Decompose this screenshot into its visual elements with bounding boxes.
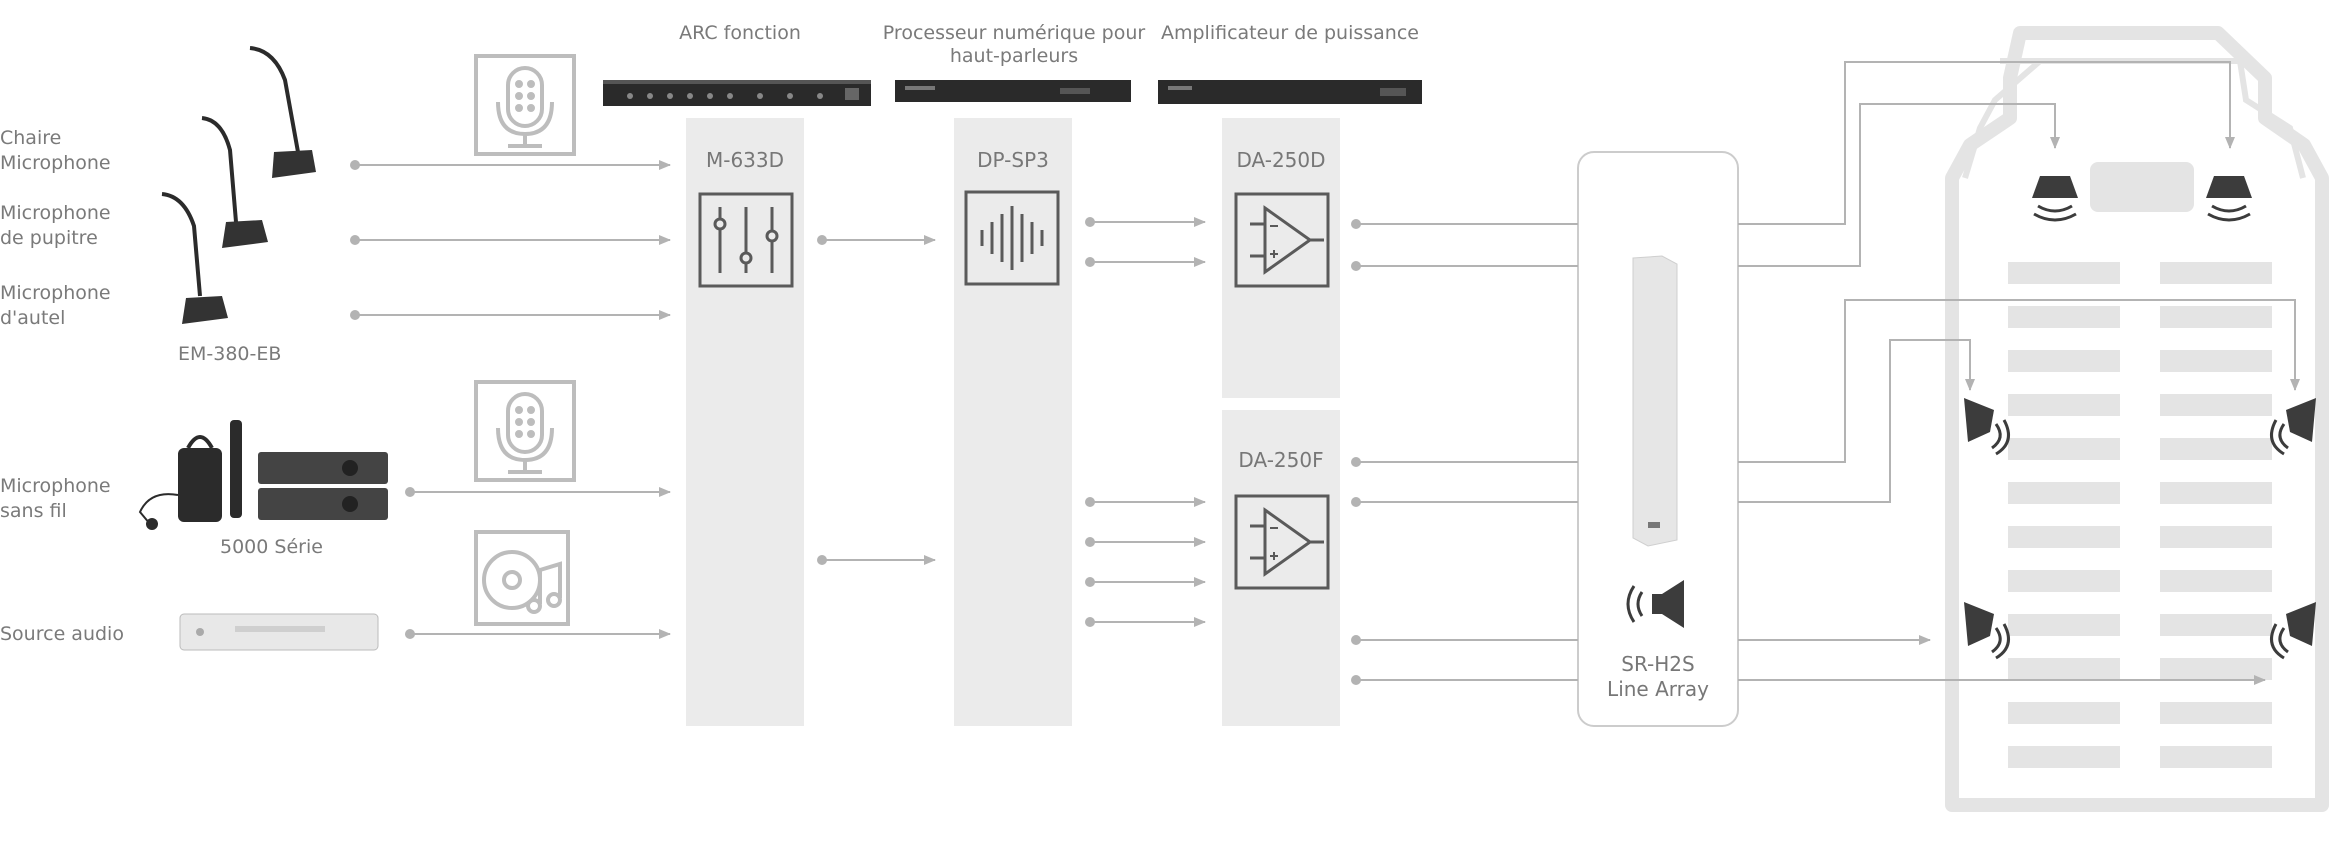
label-lectern-mic-line2: de pupitre — [0, 227, 98, 249]
label-amp-d: DA-250D — [1236, 148, 1326, 172]
label-wireless-mic-line1: Microphone — [0, 475, 111, 497]
label-em-model: EM-380-EB — [178, 343, 282, 365]
speaker-icon — [1626, 580, 1684, 628]
header-amplifier: Amplificateur de puissance — [1160, 22, 1419, 44]
wall-speaker-icon-right-upper — [2270, 398, 2316, 456]
label-chair-mic-line1: Chaire — [0, 127, 62, 149]
label-amp-f: DA-250F — [1238, 448, 1324, 472]
header-processor-line2: haut-parleurs — [949, 45, 1079, 67]
wireless-microphone-icon — [474, 380, 576, 482]
label-lectern-mic-line1: Microphone — [0, 202, 111, 224]
ceiling-speaker-icon-left — [2032, 176, 2078, 222]
waveform-icon — [964, 190, 1060, 286]
connection-dots — [350, 160, 1361, 685]
wall-speaker-icon-left-lower — [1964, 602, 2010, 660]
signal-connections — [355, 61, 2300, 685]
column-speaker-icon — [1632, 255, 1678, 547]
ceiling-speaker-icon-right — [2206, 176, 2252, 222]
wall-speaker-icon-left-upper — [1964, 398, 2010, 456]
label-altar-mic-line2: d'autel — [0, 307, 66, 329]
label-chair-mic-line2: Microphone — [0, 152, 111, 174]
pews-left — [2008, 262, 2120, 768]
amplifier-f-icon — [1234, 494, 1330, 590]
music-disc-icon — [474, 530, 570, 626]
label-wireless-mic-line2: sans fil — [0, 500, 67, 522]
altar-area — [2090, 162, 2194, 212]
church-floorplan — [1945, 26, 2329, 812]
microphone-icon — [474, 54, 576, 156]
label-altar-mic-line1: Microphone — [0, 282, 111, 304]
header-arc: ARC fonction — [679, 22, 801, 44]
amplifier-rack-icon — [1158, 80, 1422, 104]
amp-f-column — [1222, 410, 1340, 726]
label-processor: DP-SP3 — [977, 148, 1049, 172]
label-line-array-line1: SR-H2S — [1621, 652, 1695, 676]
gooseneck-microphones-icon — [161, 46, 316, 324]
amp-d-column — [1222, 118, 1340, 398]
fader-icon — [698, 192, 794, 288]
label-line-array-line2: Line Array — [1607, 677, 1709, 701]
processor-rack-icon — [895, 80, 1131, 102]
label-wireless-series: 5000 Série — [220, 536, 323, 558]
mixer-rack-icon — [603, 80, 871, 106]
amplifier-d-icon — [1234, 192, 1330, 288]
header-processor-line1: Processeur numérique pour — [882, 22, 1146, 44]
pews-right — [2160, 262, 2272, 768]
wall-speaker-icon-right-lower — [2270, 602, 2316, 660]
label-mixer: M-633D — [705, 148, 785, 172]
dvd-player-icon — [179, 613, 379, 651]
label-audio-source: Source audio — [0, 623, 124, 645]
wireless-system-icon — [138, 420, 388, 530]
